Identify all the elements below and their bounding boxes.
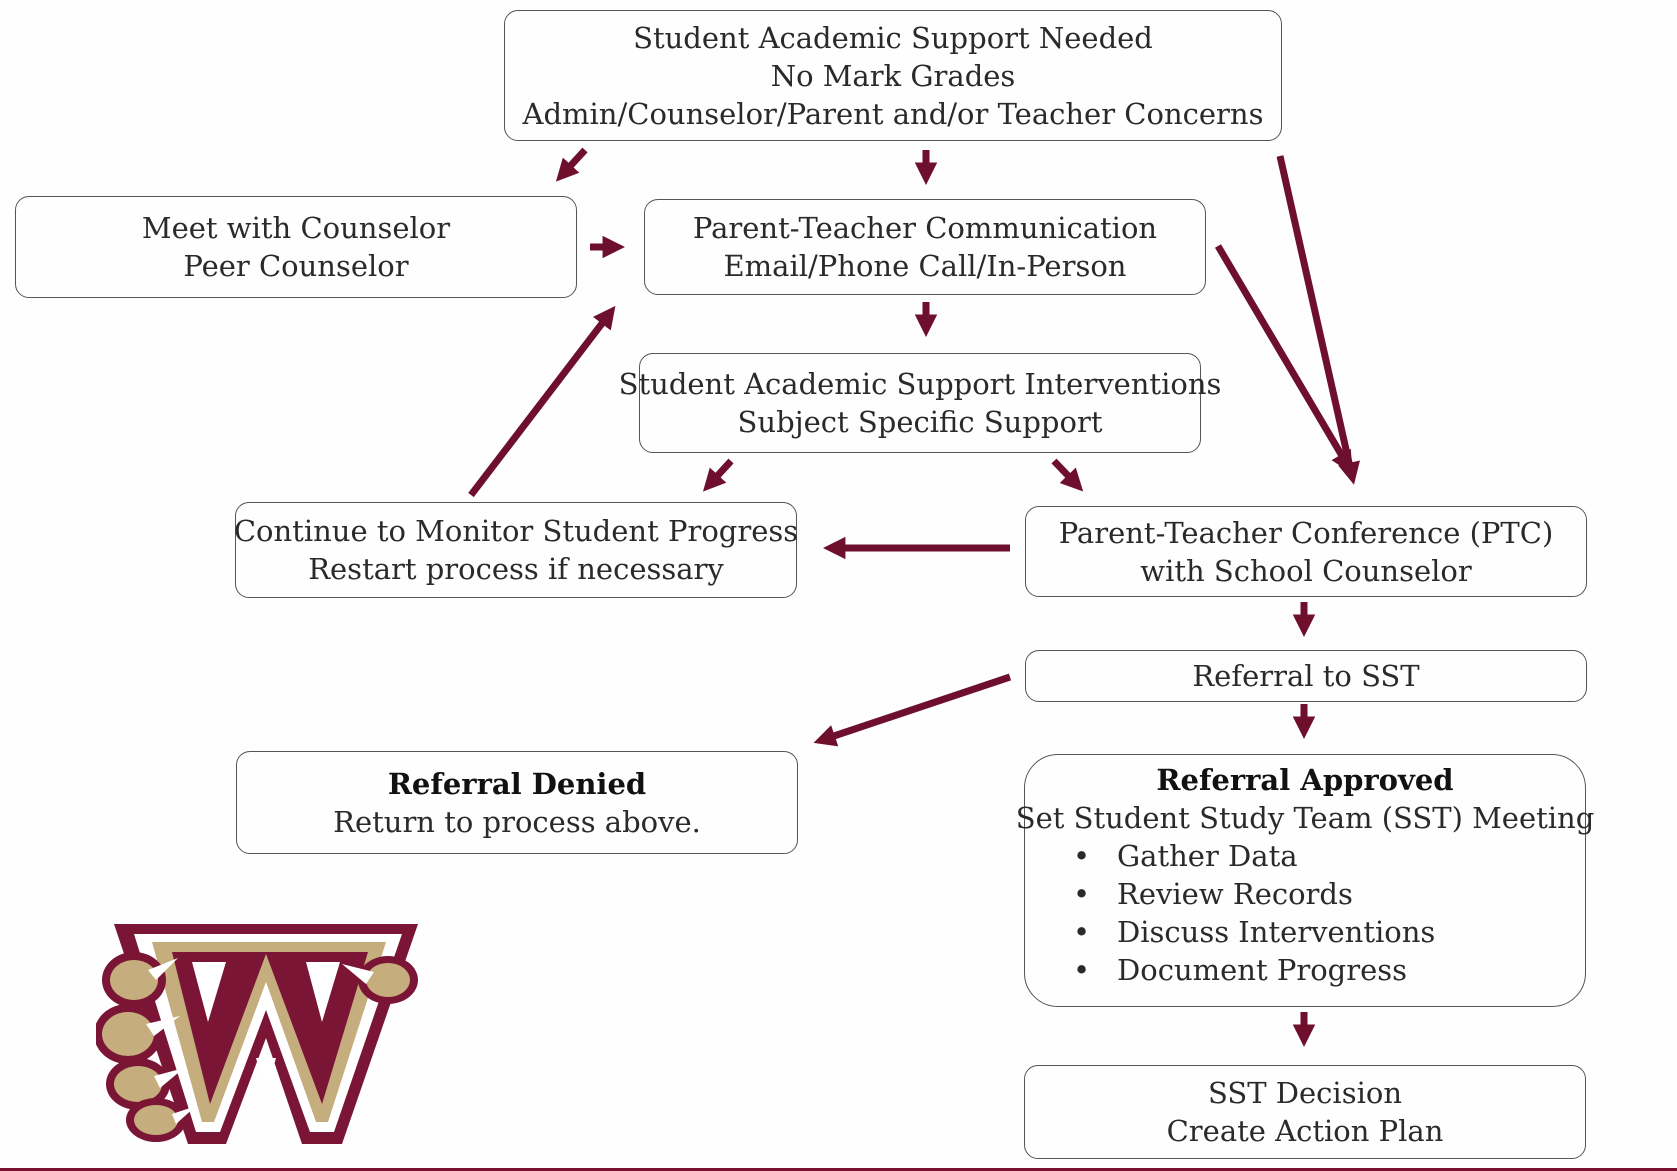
- node-referral-line-1: Referral to SST: [1192, 659, 1420, 693]
- node-monitor: Continue to Monitor Student Progress Res…: [233, 502, 799, 598]
- arrow-monitor-to-communication: [468, 305, 616, 498]
- node-decision-line-2: Create Action Plan: [1166, 1114, 1444, 1148]
- node-interventions: Student Academic Support Interventions S…: [619, 353, 1221, 453]
- node-communication: Parent-Teacher Communication Email/Phone…: [644, 199, 1206, 295]
- node-referral: Referral to SST: [1025, 650, 1587, 702]
- node-decision: SST Decision Create Action Plan: [1024, 1065, 1586, 1159]
- node-interventions-line-1: Student Academic Support Interventions: [618, 367, 1222, 401]
- node-decision-line-1: SST Decision: [1207, 1076, 1402, 1110]
- node-counselor-line-2: Peer Counselor: [183, 249, 409, 283]
- node-denied-line-1: Return to process above.: [333, 804, 701, 839]
- list-item: Discuss Interventions: [1073, 913, 1435, 951]
- node-approved-subtitle: Set Student Study Team (SST) Meeting: [1015, 801, 1595, 835]
- node-approved: Referral Approved Set Student Study Team…: [1016, 754, 1594, 1007]
- list-item: Review Records: [1073, 875, 1435, 913]
- node-ptc: Parent-Teacher Conference (PTC) with Sch…: [1025, 506, 1587, 597]
- arrow-communication-to-ptc: [1214, 244, 1353, 474]
- paw-claw-w-logo-icon: [96, 924, 418, 1144]
- node-counselor: Meet with Counselor Peer Counselor: [15, 196, 577, 298]
- arrow-interventions-to-monitor: [702, 458, 734, 492]
- node-approved-title: Referral Approved: [1156, 763, 1454, 797]
- node-ptc-line-2: with School Counselor: [1140, 553, 1472, 588]
- node-interventions-line-2: Subject Specific Support: [737, 405, 1103, 439]
- node-start: Student Academic Support Needed No Mark …: [504, 10, 1282, 141]
- node-start-line-1: Student Academic Support Needed: [633, 20, 1153, 55]
- arrow-start-to-ptc: [1276, 155, 1360, 485]
- node-denied: Referral Denied Return to process above.: [236, 751, 798, 854]
- node-start-line-2: No Mark Grades: [770, 58, 1016, 93]
- node-counselor-line-1: Meet with Counselor: [141, 211, 451, 245]
- list-item: Document Progress: [1073, 951, 1435, 989]
- approved-bullet-list: Gather Data Review Records Discuss Inter…: [1073, 837, 1435, 989]
- node-monitor-line-1: Continue to Monitor Student Progress: [233, 514, 799, 548]
- node-communication-line-1: Parent-Teacher Communication: [692, 211, 1158, 245]
- node-monitor-line-2: Restart process if necessary: [308, 552, 724, 586]
- list-item: Gather Data: [1073, 837, 1435, 875]
- node-start-line-3: Admin/Counselor/Parent and/or Teacher Co…: [522, 96, 1264, 131]
- node-ptc-line-1: Parent-Teacher Conference (PTC): [1058, 515, 1554, 550]
- arrow-interventions-to-ptc: [1051, 458, 1084, 492]
- node-communication-line-2: Email/Phone Call/In-Person: [723, 249, 1127, 283]
- arrow-referral-to-denied: [813, 673, 1012, 747]
- bottom-rule: [0, 1168, 1677, 1171]
- node-denied-title: Referral Denied: [387, 766, 647, 801]
- arrow-start-to-counselor: [555, 147, 588, 182]
